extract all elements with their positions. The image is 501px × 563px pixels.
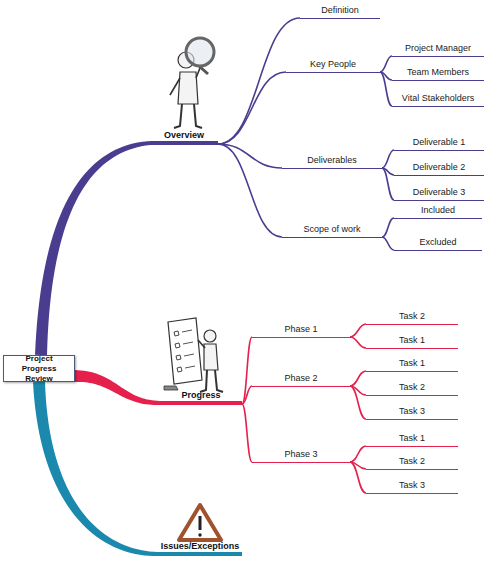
magnifier-person bbox=[170, 38, 214, 128]
exclamation-bar bbox=[199, 516, 202, 530]
subtopic: Task 2 bbox=[366, 382, 458, 396]
person-body bbox=[204, 344, 218, 370]
sub-branch bbox=[218, 18, 300, 144]
topic-label: Task 1 bbox=[399, 433, 425, 443]
topic-label: Overview bbox=[164, 130, 204, 140]
topic-label: Task 3 bbox=[399, 480, 425, 490]
topic-label: Task 2 bbox=[399, 382, 425, 392]
person-arms bbox=[170, 68, 200, 95]
subtopic: Scope of work bbox=[282, 224, 382, 238]
checkbox-marks bbox=[174, 331, 182, 372]
subtopic: Deliverable 3 bbox=[394, 187, 484, 201]
topic-label: Task 3 bbox=[399, 406, 425, 416]
sub-branch bbox=[380, 72, 392, 106]
sub-branch bbox=[350, 324, 366, 337]
subtopic: Task 1 bbox=[366, 358, 458, 372]
topic-label: Excluded bbox=[419, 237, 456, 247]
main-branch bbox=[35, 141, 150, 355]
topic-label: Project Manager bbox=[405, 43, 471, 53]
topic-label: Phase 2 bbox=[284, 373, 317, 383]
main-branch bbox=[33, 382, 158, 556]
topic-label: Phase 3 bbox=[284, 449, 317, 459]
checklist-paper bbox=[168, 318, 202, 384]
person-legs bbox=[200, 370, 223, 392]
subtopic: Task 2 bbox=[366, 456, 458, 470]
topic-label: Deliverables bbox=[307, 155, 357, 165]
sub-branch bbox=[382, 218, 394, 237]
sub-branch bbox=[218, 144, 282, 237]
checklist-person bbox=[164, 318, 223, 392]
subtopic: Included bbox=[394, 205, 482, 219]
topic-label: Vital Stakeholders bbox=[402, 93, 474, 103]
subtopic: Deliverable 1 bbox=[394, 137, 484, 151]
topic-label: Key People bbox=[310, 59, 356, 69]
topic-label: Team Members bbox=[407, 67, 469, 77]
root-box: Project Progress Review bbox=[3, 355, 75, 382]
subtopic: Project Manager bbox=[392, 43, 484, 57]
sub-branch bbox=[382, 168, 394, 200]
subtopic: Phase 1 bbox=[252, 324, 350, 338]
topic-label: Phase 1 bbox=[284, 324, 317, 334]
branch-topic: Overview bbox=[150, 130, 218, 145]
sub-branch bbox=[380, 56, 392, 72]
sub-branch bbox=[242, 404, 252, 462]
sub-branch bbox=[350, 337, 366, 348]
sub-branch bbox=[218, 72, 286, 144]
sub-branch bbox=[382, 150, 394, 168]
subtopic: Excluded bbox=[394, 237, 482, 251]
warning-sign bbox=[179, 505, 221, 540]
topic-label: Task 2 bbox=[399, 311, 425, 321]
subtopic: Task 3 bbox=[366, 480, 458, 494]
subtopic: Team Members bbox=[392, 67, 484, 81]
subtopic: Definition bbox=[300, 5, 380, 19]
topic-label: Deliverable 1 bbox=[413, 137, 466, 147]
checklist-lines bbox=[182, 330, 195, 368]
topic-label: Scope of work bbox=[303, 224, 360, 234]
topic-label: Task 1 bbox=[399, 335, 425, 345]
magnifier-lens bbox=[186, 38, 214, 66]
topic-label: Deliverable 3 bbox=[413, 187, 466, 197]
topic-label: Included bbox=[421, 205, 455, 215]
person-head bbox=[204, 330, 216, 342]
subtopic: Key People bbox=[286, 59, 380, 73]
branch-topic: Issues/Exceptions bbox=[158, 541, 242, 556]
topic-label: Definition bbox=[321, 5, 359, 15]
subtopic: Deliverables bbox=[282, 155, 382, 169]
subtopic: Task 1 bbox=[366, 433, 458, 447]
sub-branch bbox=[350, 446, 366, 462]
subtopic: Task 1 bbox=[366, 335, 458, 349]
person-legs bbox=[174, 104, 202, 128]
person-body bbox=[178, 72, 198, 104]
sub-branch bbox=[242, 337, 252, 404]
person-arm bbox=[198, 340, 205, 348]
subtopic: Vital Stakeholders bbox=[392, 93, 484, 107]
topic-label: Progress bbox=[181, 390, 220, 400]
subtopic: Phase 2 bbox=[252, 373, 350, 387]
sub-branch bbox=[382, 237, 394, 250]
exclamation-dot bbox=[198, 533, 201, 536]
sub-branch bbox=[242, 386, 252, 404]
sub-branch bbox=[350, 371, 366, 386]
topic-label: Task 2 bbox=[399, 456, 425, 466]
main-branch bbox=[75, 370, 160, 405]
subtopic: Task 3 bbox=[366, 406, 458, 420]
topic-label: Issues/Exceptions bbox=[161, 541, 240, 551]
root-title: Project Progress Review bbox=[7, 354, 71, 384]
branch-topic: Progress bbox=[160, 390, 242, 405]
sub-branch bbox=[350, 386, 366, 419]
topic-label: Task 1 bbox=[399, 358, 425, 368]
topic-label: Deliverable 2 bbox=[413, 162, 466, 172]
subtopic: Task 2 bbox=[366, 311, 458, 325]
subtopic: Deliverable 2 bbox=[394, 162, 484, 176]
subtopic: Phase 3 bbox=[252, 449, 350, 463]
warning-triangle bbox=[179, 505, 221, 540]
sub-branch bbox=[350, 462, 366, 493]
